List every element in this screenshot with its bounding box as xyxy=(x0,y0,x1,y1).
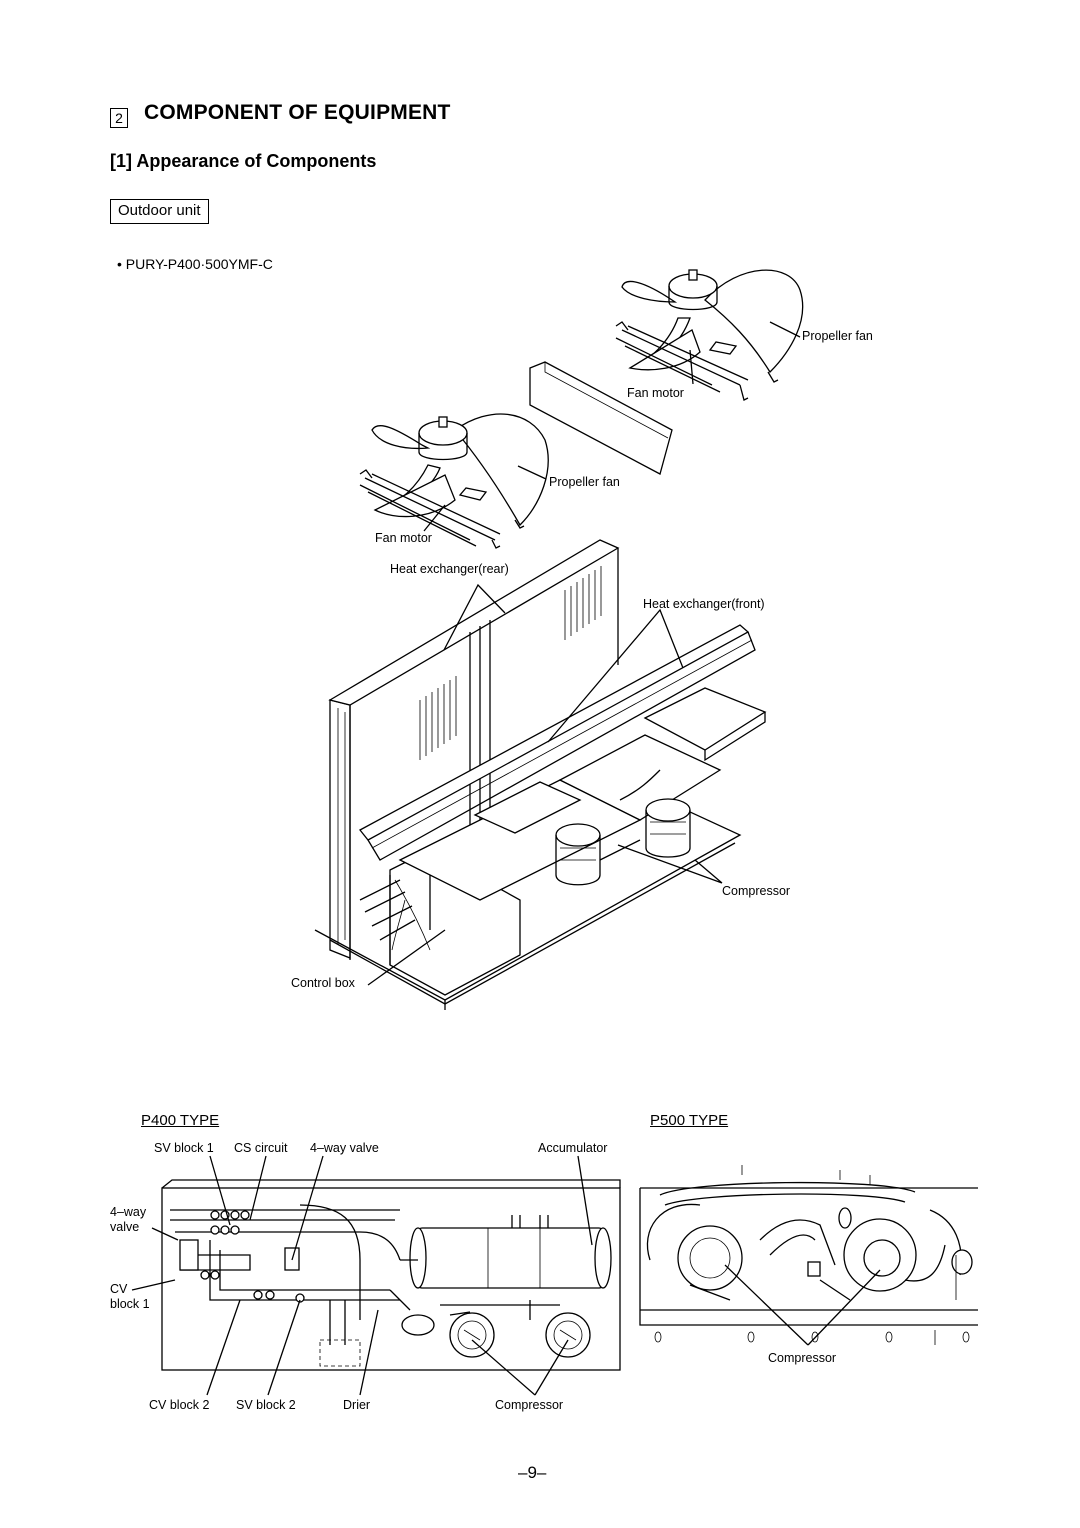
label-cv-block-2: CV block 2 xyxy=(149,1398,210,1412)
section-title: COMPONENT OF EQUIPMENT xyxy=(144,101,451,124)
label-propeller-fan-top: Propeller fan xyxy=(802,329,873,343)
label-heat-exchanger-rear: Heat exchanger(rear) xyxy=(390,562,509,576)
label-four-way-left-line2: valve xyxy=(110,1220,140,1234)
label-heat-exchanger-front: Heat exchanger(front) xyxy=(643,597,765,611)
top-propeller-fan-drawing xyxy=(615,269,804,401)
label-four-way-left-line1: 4–way xyxy=(110,1205,147,1219)
p500-plan-drawing xyxy=(639,1165,978,1345)
subsection-title: [1] Appearance of Components xyxy=(110,151,377,171)
label-cv-left-line1: CV xyxy=(110,1282,128,1296)
middle-propeller-fan-drawing xyxy=(359,413,549,549)
label-sv-block-1: SV block 1 xyxy=(154,1141,214,1155)
model-name: • PURY-P400·500YMF-C xyxy=(117,256,273,272)
label-compressor-p500: Compressor xyxy=(768,1351,837,1365)
section-number-box: 2 xyxy=(110,108,128,128)
label-sv-block-2: SV block 2 xyxy=(236,1398,296,1412)
p400-leader-lines xyxy=(131,1155,593,1396)
p500-leader-lines xyxy=(724,1264,881,1346)
label-cv-left-line2: block 1 xyxy=(110,1297,150,1311)
outdoor-unit-drawing xyxy=(314,539,767,1010)
label-fan-motor-top: Fan motor xyxy=(627,386,684,400)
label-four-way-valve-top: 4–way valve xyxy=(310,1141,379,1155)
label-control-box: Control box xyxy=(291,976,355,990)
page-number: –9– xyxy=(518,1463,547,1482)
panel-drawing xyxy=(529,361,673,475)
label-compressor-main: Compressor xyxy=(722,884,791,898)
label-compressor-p400: Compressor xyxy=(495,1398,564,1412)
label-accumulator: Accumulator xyxy=(538,1141,608,1155)
unit-label-box: Outdoor unit xyxy=(110,199,209,224)
p500-type-heading: P500 TYPE xyxy=(650,1112,729,1129)
label-fan-motor-mid: Fan motor xyxy=(375,531,432,545)
p400-type-heading: P400 TYPE xyxy=(141,1112,220,1129)
label-drier: Drier xyxy=(343,1398,371,1412)
p400-plan-drawing xyxy=(161,1179,621,1371)
label-cs-circuit: CS circuit xyxy=(234,1141,288,1155)
main-leader-lines xyxy=(367,321,801,986)
label-propeller-fan-mid: Propeller fan xyxy=(549,475,620,489)
